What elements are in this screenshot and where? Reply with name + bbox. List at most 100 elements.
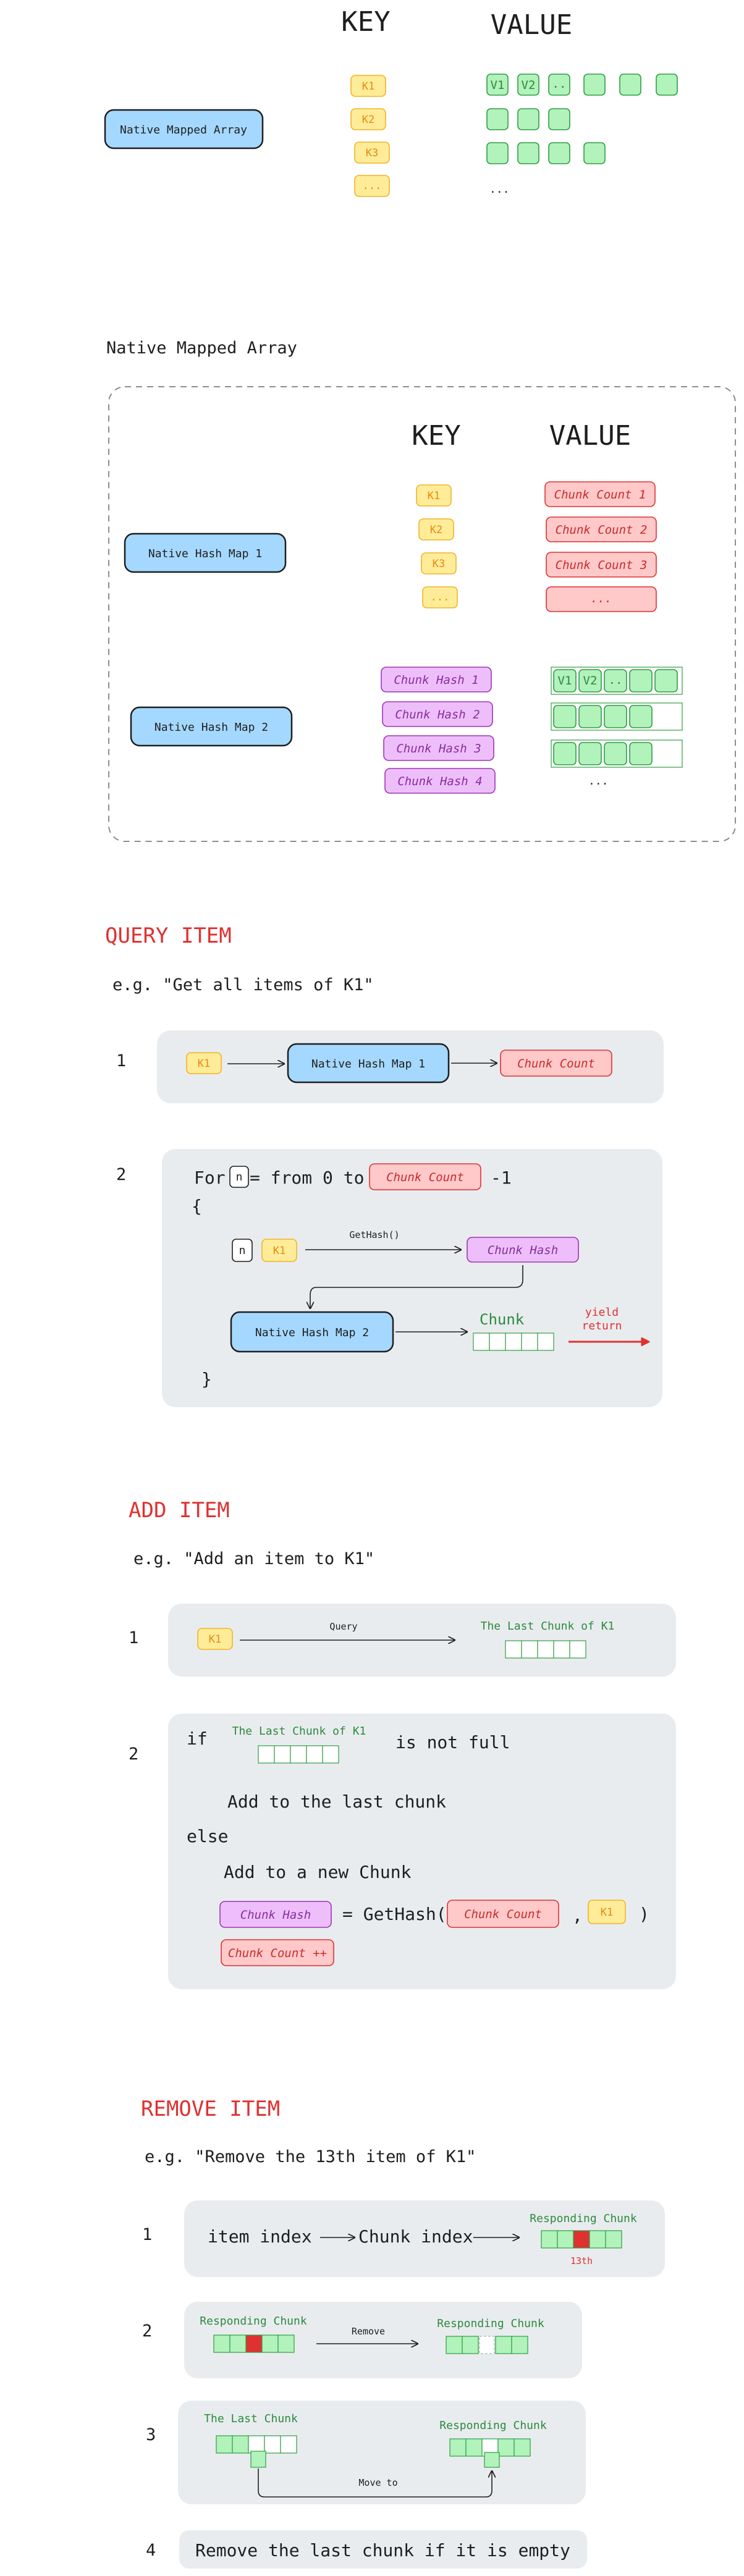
increment-text: Chunk Count ++ bbox=[228, 1947, 327, 1960]
loop-chunk-label: Chunk bbox=[480, 1311, 525, 1328]
loop-map2-box bbox=[230, 1311, 394, 1353]
add-example: e.g. "Add an item to K1" bbox=[133, 1549, 374, 1568]
chunk-cell bbox=[473, 1332, 490, 1351]
chunk-cell bbox=[274, 1745, 291, 1764]
add-to-last-text: Add to the last chunk bbox=[227, 1791, 446, 1812]
not-full-text: is not full bbox=[395, 1732, 510, 1753]
chunk-cell bbox=[569, 1640, 586, 1659]
top-key-k2: K2 bbox=[362, 114, 374, 126]
top-value-cell bbox=[548, 142, 570, 164]
remove-step1-panel bbox=[184, 2200, 665, 2277]
nested-title: Native Mapped Array bbox=[106, 339, 297, 358]
query-label: Query bbox=[329, 1621, 357, 1632]
from-text: = from 0 to bbox=[250, 1168, 364, 1188]
top-key-k1: K1 bbox=[362, 80, 374, 93]
add-key-box bbox=[588, 1900, 626, 1924]
moved-cell bbox=[484, 2452, 500, 2468]
eq-gethash: = GetHash( bbox=[342, 1904, 447, 1924]
add-chunk-count: Chunk Count bbox=[464, 1908, 542, 1921]
chunk-cell bbox=[514, 2438, 531, 2457]
chunk-cell bbox=[280, 2435, 297, 2454]
query-title: QUERY ITEM bbox=[105, 924, 232, 948]
chunk-cell bbox=[605, 2230, 622, 2249]
top-value-cell bbox=[548, 108, 570, 130]
chunk-hash-1-box bbox=[381, 667, 492, 692]
query-step2-num: 2 bbox=[116, 1165, 126, 1184]
nested-key-header: KEY bbox=[412, 420, 460, 452]
chunk-cell bbox=[537, 1640, 554, 1659]
top-value-v2: V2 bbox=[522, 78, 536, 92]
chunk-cell bbox=[277, 2334, 295, 2353]
chunk-count-more: ... bbox=[591, 592, 612, 605]
query-step1-num: 1 bbox=[116, 1051, 126, 1071]
chunk-count-3: Chunk Count 3 bbox=[556, 558, 648, 572]
remove-label: Remove bbox=[352, 2326, 385, 2337]
chunk-hash-3: Chunk Hash 3 bbox=[396, 742, 481, 756]
chunk-cell bbox=[578, 742, 602, 765]
chunk-cell bbox=[248, 2435, 265, 2454]
query-section: QUERY ITEM e.g. "Get all items of K1" 1 … bbox=[105, 924, 664, 1407]
add-step2-num: 2 bbox=[129, 1745, 138, 1764]
n-variable-box bbox=[229, 1166, 249, 1188]
if-last-chunk-label: The Last Chunk of K1 bbox=[232, 1725, 366, 1738]
top-value-cell bbox=[656, 74, 678, 96]
chunk-cell bbox=[306, 1745, 323, 1764]
target-cell bbox=[573, 2230, 590, 2249]
chunk-cell bbox=[258, 1745, 275, 1764]
increment-box bbox=[221, 1939, 334, 1966]
add-step1-key: K1 bbox=[209, 1633, 221, 1646]
top-value-more: ... bbox=[489, 183, 510, 196]
step2-responding-a: Responding Chunk bbox=[200, 2315, 307, 2328]
add-step1-key-box bbox=[197, 1628, 233, 1650]
top-value-cell bbox=[517, 74, 539, 96]
nested-key-k3: K3 bbox=[433, 558, 445, 570]
chunk-cell bbox=[216, 2435, 233, 2454]
remove-step2-num: 2 bbox=[142, 2321, 152, 2341]
chunk-hash-3-box bbox=[383, 735, 494, 761]
top-key-more: ... bbox=[363, 180, 382, 192]
chunk-cell bbox=[604, 705, 627, 728]
chunk-hash-4: Chunk Hash 4 bbox=[397, 775, 482, 788]
top-value-header: VALUE bbox=[491, 9, 572, 41]
brace-open: { bbox=[192, 1196, 202, 1216]
add-chunk-count-box bbox=[447, 1900, 559, 1928]
else-keyword: else bbox=[187, 1826, 228, 1846]
chunk-cell bbox=[553, 705, 577, 728]
add-step1-result: The Last Chunk of K1 bbox=[481, 1620, 615, 1633]
top-key-k2-box bbox=[350, 108, 386, 130]
top-diagram: KEY VALUE Native Mapped Array K1 K2 K3 .… bbox=[104, 6, 678, 197]
nested-value-dots: .. bbox=[609, 673, 623, 687]
step3-responding-label: Responding Chunk bbox=[439, 2419, 547, 2432]
top-value-cell bbox=[583, 142, 606, 164]
query-example: e.g. "Get all items of K1" bbox=[112, 975, 374, 995]
top-native-mapped-array-box bbox=[104, 109, 264, 149]
nested-key-more: ... bbox=[431, 591, 450, 604]
chunk-cell bbox=[589, 2230, 606, 2249]
empty-slot bbox=[479, 2336, 495, 2354]
item-index-text: item index bbox=[208, 2226, 312, 2247]
query-step1-result: Chunk Count bbox=[517, 1057, 595, 1071]
chunk-cell bbox=[629, 705, 653, 728]
chunk-cell bbox=[449, 2438, 467, 2457]
chunk-hash-1: Chunk Hash 1 bbox=[394, 673, 478, 687]
chunk-cell bbox=[290, 1745, 307, 1764]
chunk-hash-2-box bbox=[382, 701, 493, 727]
chunk-cell bbox=[629, 669, 653, 692]
remove-step3-panel bbox=[178, 2401, 586, 2504]
query-step1-key-box bbox=[186, 1052, 222, 1074]
loop-n-box bbox=[232, 1239, 253, 1262]
remove-step1-num: 1 bbox=[142, 2225, 152, 2244]
step1-responding-label: Responding Chunk bbox=[530, 2212, 637, 2225]
top-value-cell bbox=[583, 74, 606, 96]
minus-one: -1 bbox=[491, 1168, 512, 1188]
nested-key-k1-box bbox=[416, 484, 452, 507]
chunk-cell bbox=[553, 742, 577, 765]
chunk-hash-4-box bbox=[384, 768, 496, 794]
add-step1-num: 1 bbox=[129, 1628, 138, 1648]
chunk-cell bbox=[553, 669, 577, 692]
query-step1-map: Native Hash Map 1 bbox=[311, 1058, 425, 1071]
top-value-cell bbox=[486, 74, 509, 96]
chunk-cell bbox=[264, 2435, 281, 2454]
loop-n: n bbox=[239, 1244, 246, 1257]
